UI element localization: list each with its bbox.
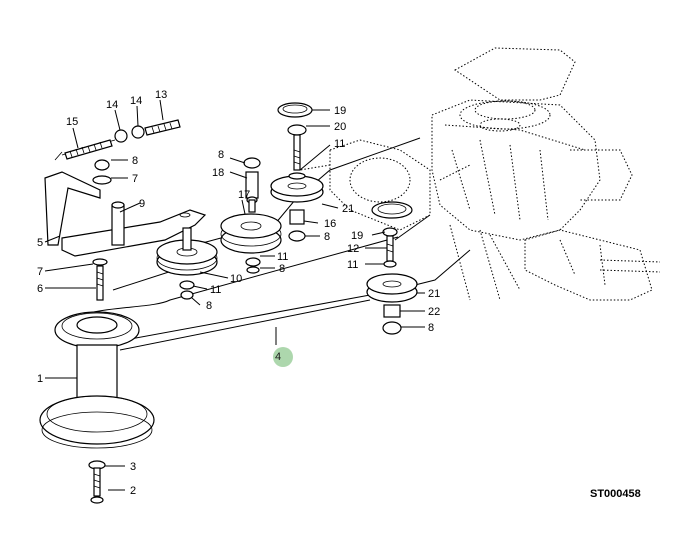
callout-22: 22 bbox=[428, 306, 440, 318]
spindle-pulley bbox=[39, 311, 155, 449]
idler-stack-right bbox=[366, 201, 418, 335]
transaxle-outline bbox=[299, 47, 661, 301]
idler-bolt-18 bbox=[243, 157, 261, 213]
callout-5: 5 bbox=[37, 237, 43, 249]
callout-17: 17 bbox=[238, 189, 250, 201]
callout-19-right: 19 bbox=[351, 230, 363, 242]
callout-20: 20 bbox=[334, 121, 346, 133]
callout-18: 18 bbox=[212, 167, 224, 179]
callout-14-left: 14 bbox=[106, 99, 118, 111]
tension-spring bbox=[54, 119, 181, 161]
spindle-bolt bbox=[88, 460, 106, 504]
callout-9: 9 bbox=[139, 198, 145, 210]
callout-8-pulley17: 8 bbox=[279, 263, 285, 275]
callout-11-right-stack: 11 bbox=[347, 259, 358, 271]
diagram-code: ST000458 bbox=[590, 488, 641, 500]
callout-21-right: 21 bbox=[428, 288, 440, 300]
idler-stack-upper bbox=[270, 102, 324, 242]
callout-21-upper: 21 bbox=[342, 203, 354, 215]
callout-4: 4 bbox=[275, 351, 281, 363]
post-nut bbox=[92, 159, 112, 185]
callout-16: 16 bbox=[324, 218, 336, 230]
callout-1: 1 bbox=[37, 373, 43, 385]
idler-pulley-17 bbox=[220, 213, 282, 274]
callout-8-right-stack: 8 bbox=[428, 322, 434, 334]
callout-7-lower: 7 bbox=[37, 266, 43, 278]
callout-3: 3 bbox=[130, 461, 136, 473]
callout-10: 10 bbox=[230, 273, 242, 285]
highlight-marker bbox=[273, 347, 293, 367]
callout-6: 6 bbox=[37, 283, 43, 295]
callout-11-pulley10: 11 bbox=[210, 284, 221, 296]
callout-13: 13 bbox=[155, 89, 167, 101]
callout-15: 15 bbox=[66, 116, 78, 128]
callout-8-spring: 8 bbox=[132, 155, 138, 167]
bracket-bolt bbox=[92, 258, 108, 301]
idler-pulley-10 bbox=[156, 227, 218, 300]
idler-bracket bbox=[44, 171, 207, 257]
callout-11-upper-stack: 11 bbox=[334, 138, 345, 150]
callout-8-pulley10: 8 bbox=[206, 300, 212, 312]
callout-labels: 1 2 3 4 5 6 7 7 8 8 8 8 8 8 9 10 11 11 1… bbox=[37, 89, 440, 497]
callout-14-right: 14 bbox=[130, 95, 142, 107]
leader-lines bbox=[44, 99, 425, 491]
callout-8-bolt18: 8 bbox=[218, 149, 224, 161]
callout-8-upper-stack: 8 bbox=[324, 231, 330, 243]
callout-7-upper: 7 bbox=[132, 173, 138, 185]
callout-11-pulley17: 11 bbox=[277, 251, 288, 263]
callout-19-upper: 19 bbox=[334, 105, 346, 117]
callout-12: 12 bbox=[347, 243, 359, 255]
callout-2: 2 bbox=[130, 485, 136, 497]
